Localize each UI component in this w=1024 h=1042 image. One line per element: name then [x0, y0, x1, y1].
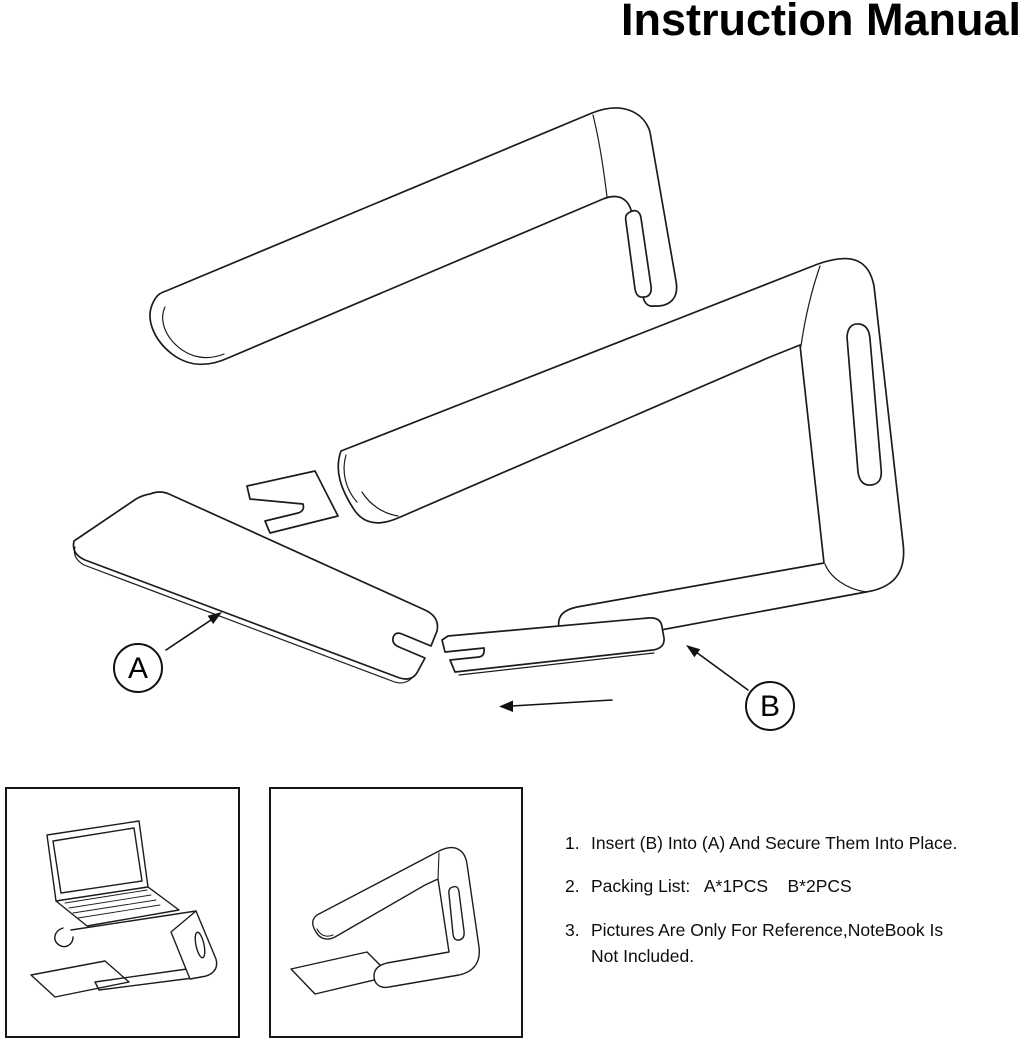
keyboard-lines: [64, 889, 161, 919]
instructions-list: 1. Insert (B) Into (A) And Secure Them I…: [565, 830, 1020, 969]
top-platform-detail-lines: [162, 114, 608, 359]
stand-foot: [94, 968, 202, 991]
fork-connector-part: [246, 470, 339, 534]
bend-line: [437, 852, 440, 880]
instruction-number: 2.: [565, 876, 580, 897]
instruction-text: Packing List: A*1PCS B*2PCS: [591, 876, 852, 897]
part-a-label-circle: [113, 643, 163, 693]
fork-bar-part-b: [441, 617, 665, 673]
instruction-item: 3. Pictures Are Only For Reference,NoteB…: [565, 917, 1020, 970]
stand-frame-fold-lines: [343, 265, 867, 593]
page-title: Instruction Manual: [620, 0, 1021, 45]
stand-lip-line: [316, 928, 334, 937]
top-platform-part: [149, 107, 678, 366]
insert-direction-arrow: [499, 699, 613, 712]
fork-bar-thickness-line: [458, 652, 655, 676]
instruction-item: 1. Insert (B) Into (A) And Secure Them I…: [565, 830, 1020, 856]
part-b-label: B: [760, 690, 780, 723]
handle-slot: [448, 885, 465, 941]
stand-body: [312, 846, 480, 989]
stand-platform-edge: [70, 910, 197, 931]
instruction-number: 3.: [565, 919, 580, 940]
exploded-diagram: A B: [72, 107, 905, 731]
stand-leg: [170, 910, 218, 980]
instruction-item: 2. Packing List: A*1PCS B*2PCS: [565, 873, 1020, 899]
arrow-to-part-a: [165, 612, 222, 651]
part-a-label: A: [128, 652, 148, 685]
base-plate-part-a: [72, 491, 439, 680]
stand-frame-part: [337, 257, 905, 646]
part-b-label-circle: [745, 681, 795, 731]
thumbnail-box-stand-only: [269, 787, 523, 1038]
stand-lip: [54, 927, 74, 948]
laptop-screen-inner: [52, 827, 143, 894]
instruction-text: Pictures Are Only For Reference,NoteBook…: [591, 919, 944, 966]
instruction-text: Insert (B) Into (A) And Secure Them Into…: [591, 833, 958, 853]
arrow-to-part-b: [686, 645, 749, 691]
instruction-number: 1.: [565, 833, 580, 853]
stand-illustration: [290, 846, 480, 995]
base-plate-thickness-line: [73, 546, 413, 684]
stand-frame-handle-slot: [846, 323, 883, 486]
top-platform-slot: [624, 209, 653, 299]
stand-base: [30, 960, 130, 998]
laptop-on-stand-illustration: [30, 820, 218, 998]
thumbnail-box-laptop-on-stand: [5, 787, 240, 1038]
leg-slot: [194, 931, 206, 959]
